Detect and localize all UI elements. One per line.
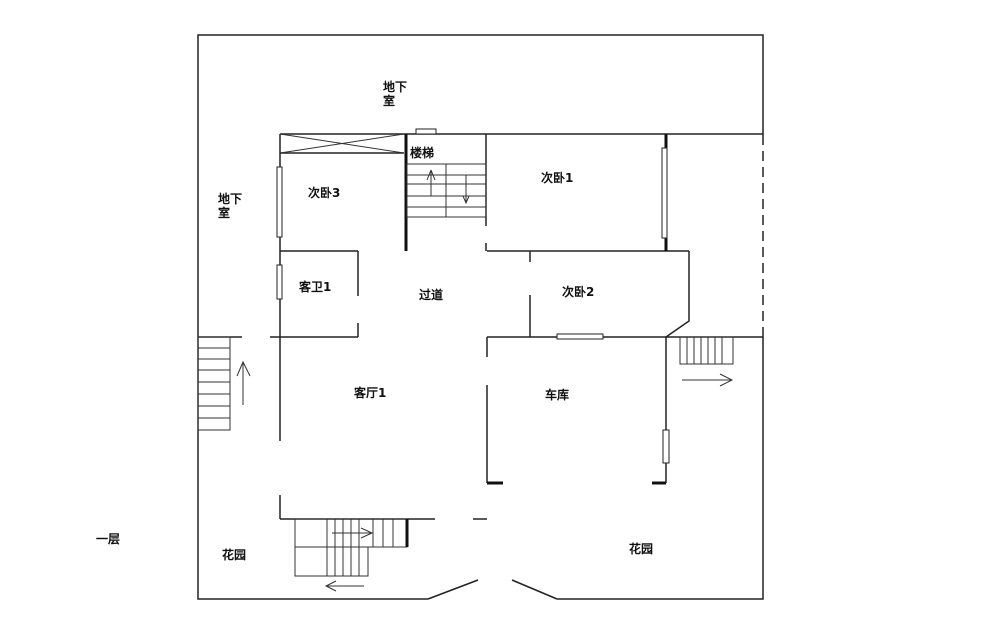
room-label-garage: 车库 bbox=[545, 387, 569, 402]
staircase-front bbox=[294, 518, 409, 592]
walls bbox=[198, 133, 763, 520]
room-label-basement-top-2: 室 bbox=[383, 93, 395, 108]
labels: 地下 室 地下 室 楼梯 次卧3 次卧1 客卫1 过道 次卧2 客厅1 车库 花… bbox=[96, 79, 653, 562]
room-label-garden-left: 花园 bbox=[222, 547, 246, 562]
room-label-basement-left: 地下 bbox=[218, 191, 242, 206]
staircase-left bbox=[197, 336, 251, 431]
room-label-basement-left-2: 室 bbox=[218, 205, 230, 220]
room-label-guest-bath1: 客卫1 bbox=[298, 279, 331, 294]
windows bbox=[276, 128, 670, 464]
room-label-bedroom2: 次卧2 bbox=[562, 284, 594, 299]
room-label-corridor: 过道 bbox=[419, 287, 443, 302]
room-label-garden-right: 花园 bbox=[629, 541, 653, 556]
room-label-basement-top: 地下 bbox=[383, 79, 407, 94]
room-label-bedroom1: 次卧1 bbox=[541, 170, 573, 185]
floor-label: 一层 bbox=[96, 532, 120, 546]
room-label-bedroom3: 次卧3 bbox=[308, 185, 340, 200]
staircase-right bbox=[679, 336, 734, 387]
outer-boundary bbox=[197, 34, 764, 600]
room-label-living-room1: 客厅1 bbox=[353, 385, 386, 400]
room-label-stairs: 楼梯 bbox=[410, 145, 434, 160]
staircase-main bbox=[406, 163, 487, 218]
